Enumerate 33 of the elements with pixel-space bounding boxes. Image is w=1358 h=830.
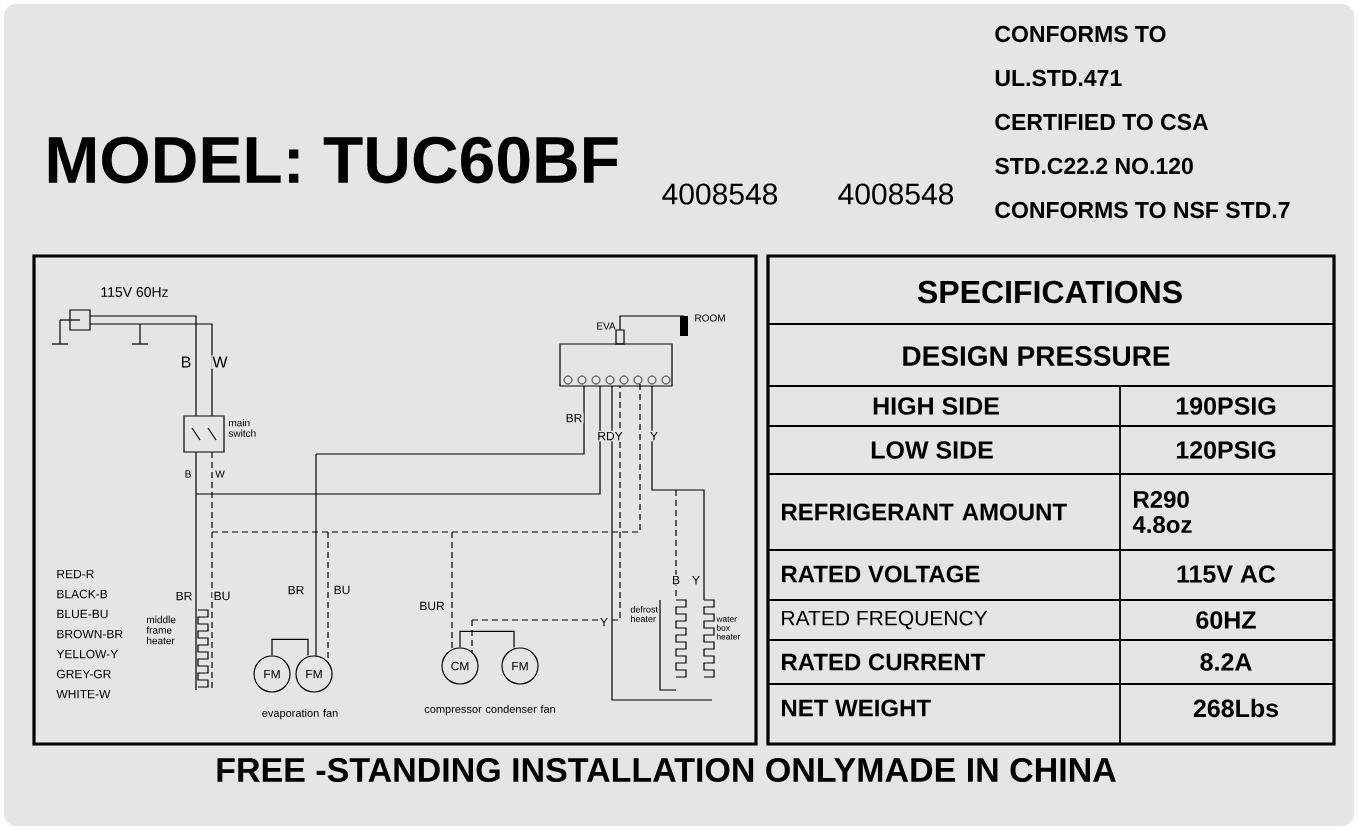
standard-text: UL.STD.471 bbox=[995, 69, 1122, 87]
table-cell: HIGH SIDE bbox=[873, 397, 999, 415]
standard-text: CONFORMS TO bbox=[995, 25, 1166, 43]
footer-text: FREE -STANDING INSTALLATION ONLYMADE IN CHINA bbox=[217, 757, 1116, 783]
wire bbox=[315, 453, 317, 657]
wire bbox=[471, 619, 473, 654]
table-heading: SPECIFICATIONS bbox=[917, 280, 1182, 304]
table-cell: RATED FREQUENCY bbox=[782, 610, 988, 630]
wire-label: B bbox=[179, 355, 193, 369]
wire-label: W bbox=[211, 355, 229, 369]
standard-text: CERTIFIED TO CSA bbox=[995, 113, 1209, 131]
wire bbox=[271, 638, 309, 656]
wire bbox=[327, 531, 329, 664]
table-cell: NET WEIGHT bbox=[782, 699, 931, 717]
table-cell: LOW SIDE bbox=[871, 441, 993, 459]
table-cell: 60HZ bbox=[1196, 611, 1256, 629]
table-cell: R290 4.8oz bbox=[1132, 490, 1192, 534]
wire bbox=[459, 630, 515, 648]
certification-number: 4008548 bbox=[838, 183, 954, 205]
wire bbox=[451, 531, 453, 651]
table-cell: REFRIGERANT AMOUNT bbox=[782, 503, 1067, 521]
table-cell: 268Lbs bbox=[1193, 698, 1279, 718]
table-cell: RATED VOLTAGE bbox=[782, 565, 980, 583]
model-title: MODEL: TUC60BF bbox=[48, 136, 618, 184]
standard-text: STD.C22.2 NO.120 bbox=[995, 157, 1193, 175]
table-cell: RATED CURRENT bbox=[782, 653, 985, 671]
table-heading: DESIGN PRESSURE bbox=[903, 346, 1170, 366]
standard-text: CONFORMS TO NSF STD.7 bbox=[995, 201, 1290, 219]
table-cell: 120PSIG bbox=[1176, 441, 1276, 459]
certification-number: 4008548 bbox=[662, 183, 778, 205]
table-cell: 8.2A bbox=[1200, 653, 1252, 671]
table-cell: 190PSIG bbox=[1176, 397, 1276, 415]
table-cell: 115V AC bbox=[1177, 565, 1276, 583]
